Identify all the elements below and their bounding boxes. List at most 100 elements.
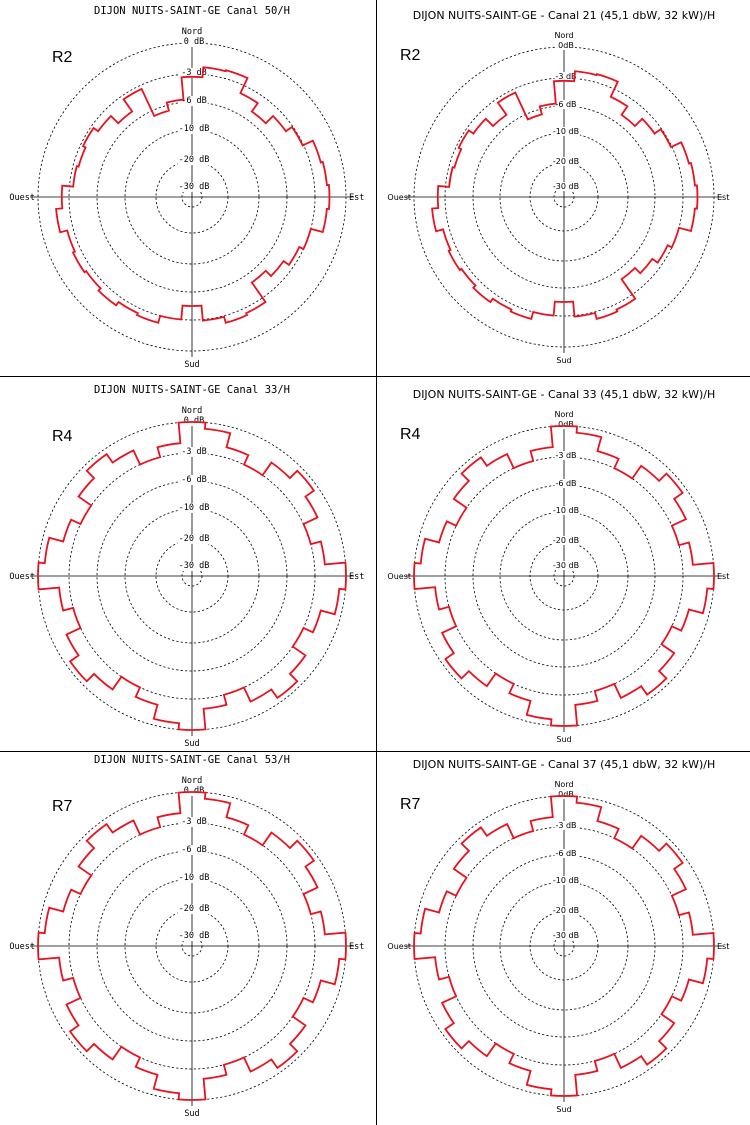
ring-label-background [557, 41, 575, 50]
ring-label: -3 dB [181, 68, 207, 78]
ring-label: -30 dB [179, 182, 210, 192]
ring-label-background [177, 155, 211, 165]
compass-south-label: Sud [184, 1109, 199, 1119]
compass-west-label: Ouest [9, 942, 35, 952]
ring-label-background [551, 906, 581, 915]
ring-label-background [551, 931, 581, 940]
compass-north-label: Nord [554, 31, 573, 40]
ring-label-background [551, 182, 581, 191]
compass-west-label: Ouest [9, 193, 35, 203]
chart-title: DIJON NUITS-SAINT-GE - Canal 37 (45,1 db… [413, 758, 716, 771]
compass-east-label: Est [717, 942, 729, 951]
polar-chart: DIJON NUITS-SAINT-GE - Canal 37 (45,1 db… [387, 758, 729, 1114]
ring-label: -6 dB [181, 475, 207, 485]
ring-label-background [182, 416, 206, 426]
ring-label-background [180, 96, 208, 106]
ring-label: -3 dB [555, 72, 576, 81]
chart-title: DIJON NUITS-SAINT-GE - Canal 21 (45,1 db… [413, 9, 716, 22]
ring-label: -20 dB [553, 536, 579, 545]
compass-north-label: Nord [182, 776, 202, 786]
polar-chart: DIJON NUITS-SAINT-GE - Canal 33 (45,1 db… [387, 388, 729, 744]
region-tag: R2 [52, 49, 73, 66]
chart-title: DIJON NUITS-SAINT-GE - Canal 33 (45,1 db… [413, 388, 716, 401]
compass-north-label: Nord [554, 780, 573, 789]
compass-south-label: Sud [184, 739, 199, 749]
compass-east-label: Est [717, 572, 729, 581]
radiation-pattern [431, 70, 699, 321]
ring-label: -10 dB [553, 127, 579, 136]
compass-north-label: Nord [182, 406, 202, 416]
ring-label: -10 dB [553, 876, 579, 885]
ring-label-background [557, 420, 575, 429]
ring-label-background [182, 37, 206, 47]
radiation-pattern [37, 791, 347, 1101]
ring-label: -30 dB [553, 931, 579, 940]
ring-label: -20 dB [179, 534, 210, 544]
ring-label-background [177, 534, 211, 544]
ring-label: 0dB [558, 790, 574, 799]
radiation-pattern [413, 795, 715, 1097]
ring-label: -10 dB [179, 503, 210, 513]
region-tag: R4 [52, 428, 73, 445]
ring-label: -6 dB [555, 849, 576, 858]
ring-label-background [177, 503, 211, 513]
ring-label: -20 dB [179, 904, 210, 914]
ring-label: 0 dB [184, 786, 204, 796]
ring-label: -3 dB [181, 447, 207, 457]
ring-label-background [554, 849, 578, 858]
ring-label-background [551, 506, 581, 515]
ring-label-background [180, 475, 208, 485]
ring-label: -3 dB [181, 817, 207, 827]
ring-label: -10 dB [179, 873, 210, 883]
ring-label-background [180, 845, 208, 855]
ring-label-background [551, 876, 581, 885]
ring-label-background [554, 479, 578, 488]
compass-east-label: Est [349, 193, 364, 203]
ring-label-background [554, 821, 578, 830]
compass-north-label: Nord [182, 27, 202, 37]
ring-label-background [551, 536, 581, 545]
polar-chart: DIJON NUITS-SAINT-GE - Canal 21 (45,1 db… [387, 9, 729, 365]
ring-label: -6 dB [555, 479, 576, 488]
compass-east-label: Est [349, 942, 364, 952]
compass-west-label: Ouest [387, 942, 411, 951]
ring-label: 0 dB [184, 37, 204, 47]
radiation-pattern [55, 66, 331, 324]
region-tag: R7 [400, 796, 421, 813]
compass-west-label: Ouest [387, 572, 411, 581]
ring-label: -6 dB [181, 96, 207, 106]
chart-panels: DIJON NUITS-SAINT-GE Canal 50/H R2 0 dB -3 … [9, 5, 729, 1119]
compass-south-label: Sud [556, 735, 571, 744]
compass-north-label: Nord [554, 410, 573, 419]
chart-title: DIJON NUITS-SAINT-GE Canal 50/H [94, 5, 290, 17]
ring-label-background [177, 124, 211, 134]
ring-label-background [554, 72, 578, 81]
ring-label-background [177, 561, 211, 571]
ring-label: 0dB [558, 420, 574, 429]
radiation-pattern [413, 425, 715, 727]
chart-title: DIJON NUITS-SAINT-GE Canal 33/H [94, 384, 290, 396]
compass-east-label: Est [349, 572, 364, 582]
ring-label-background [180, 447, 208, 457]
ring-label: -10 dB [553, 506, 579, 515]
ring-label: -30 dB [179, 561, 210, 571]
compass-east-label: Est [717, 193, 729, 202]
ring-label-background [177, 931, 211, 941]
ring-label: -10 dB [179, 124, 210, 134]
ring-label: -30 dB [179, 931, 210, 941]
ring-label-background [557, 790, 575, 799]
ring-label: -6 dB [555, 100, 576, 109]
ring-label-background [180, 68, 208, 78]
ring-label: -30 dB [553, 561, 579, 570]
ring-label: -20 dB [553, 906, 579, 915]
compass-south-label: Sud [556, 356, 571, 365]
ring-label: -30 dB [553, 182, 579, 191]
ring-label-background [551, 157, 581, 166]
region-tag: R2 [400, 47, 421, 64]
ring-label-background [177, 873, 211, 883]
ring-label: -20 dB [179, 155, 210, 165]
compass-west-label: Ouest [9, 572, 35, 582]
compass-west-label: Ouest [387, 193, 411, 202]
